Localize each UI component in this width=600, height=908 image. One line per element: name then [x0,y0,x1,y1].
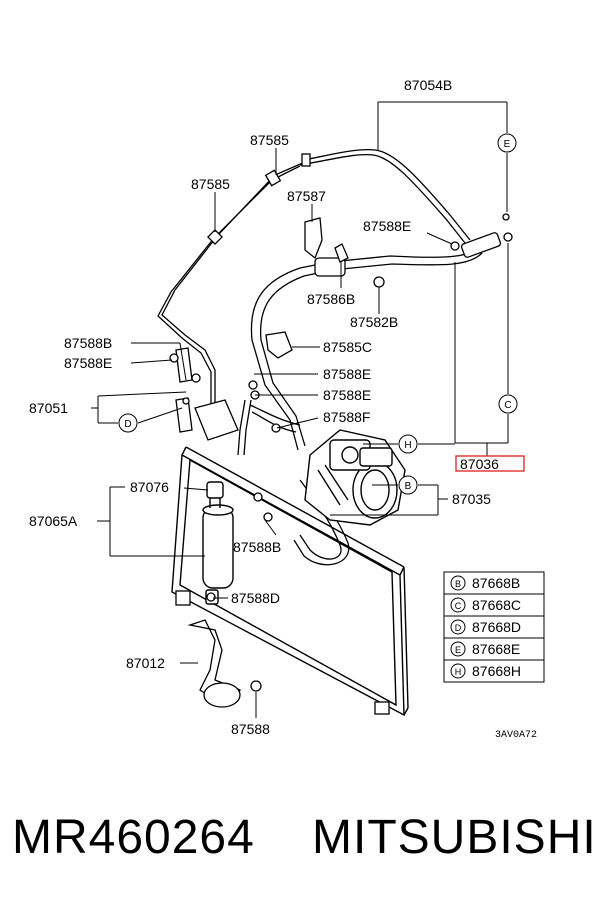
product-caption: MR460264 MITSUBISHI [0,800,600,880]
compressor-drawing [304,429,406,526]
circle-ref-e: E [497,133,517,153]
label-87076: 87076 [130,479,169,495]
label-87588e-top: 87588E [363,218,411,234]
legend-row: D 87668D [444,615,544,635]
legend-letter: D [455,623,462,633]
legend-circle [450,619,466,635]
legend-part-number: 87668B [472,575,520,591]
label-87585c: 87585C [323,339,372,355]
highlighted-part-87036: 87036 [455,455,525,472]
label-87051: 87051 [29,400,68,416]
label-87036: 87036 [460,456,499,472]
label-87588: 87588 [231,721,270,737]
circle-ref-c: C [498,394,518,414]
label-87588b-low: 87588B [233,539,281,555]
svg-text:B: B [405,481,412,492]
label-87012: 87012 [126,655,165,671]
label-87588f: 87588F [323,409,370,425]
legend-part-number: 87668H [472,663,521,679]
label-87054b: 87054B [404,77,452,93]
part-number: MR460264 [12,811,255,864]
label-87588e-mid2: 87588E [323,387,371,403]
svg-text:C: C [504,400,511,411]
legend-letter: B [455,579,461,589]
label-87065a: 87065A [29,513,78,529]
label-87588d: 87588D [231,590,280,606]
brand-name: MITSUBISHI [312,811,597,864]
svg-text:H: H [404,440,411,451]
circle-ref-h: H [398,434,418,454]
legend-part-number: 87668C [472,597,521,613]
circle-ref-b: B [398,475,418,495]
label-87588e-mid1: 87588E [323,366,371,382]
legend-row: C 87668C [444,593,544,613]
legend-table: B 87668B C 87668C D 87668D E 87668E H 87668H [443,571,545,683]
label-87585-left: 87585 [191,176,230,192]
legend-circle [450,641,466,657]
leader-lines [91,101,509,718]
legend-circle [450,597,466,613]
legend-letter: C [455,601,462,611]
highlight-box [455,455,525,472]
legend-letter: H [455,667,462,677]
legend-circle [450,663,466,679]
svg-text:E: E [504,139,511,150]
label-87588e-left: 87588E [64,355,112,371]
label-87582b: 87582B [350,314,398,330]
diagram-code: 3AV0A72 [495,730,537,741]
label-87587: 87587 [287,188,326,204]
legend-row: H 87668H [444,659,544,679]
legend-letter: E [455,645,461,655]
circle-refs: E C D H B [118,133,518,495]
legend-part-number: 87668E [472,641,520,657]
label-87588b-left: 87588B [64,335,112,351]
part-labels: 87054B 87585 87585 87587 87588E 87586B 8… [29,77,537,741]
legend-part-number: 87668D [472,619,521,635]
label-87585-top: 87585 [250,132,289,148]
label-87035: 87035 [452,491,491,507]
label-87586b: 87586B [307,291,355,307]
circle-ref-d: D [118,413,138,433]
legend-row: E 87668E [444,637,544,657]
legend-row: B 87668B [450,575,520,591]
svg-text:D: D [124,419,131,430]
legend-circle [450,575,466,591]
